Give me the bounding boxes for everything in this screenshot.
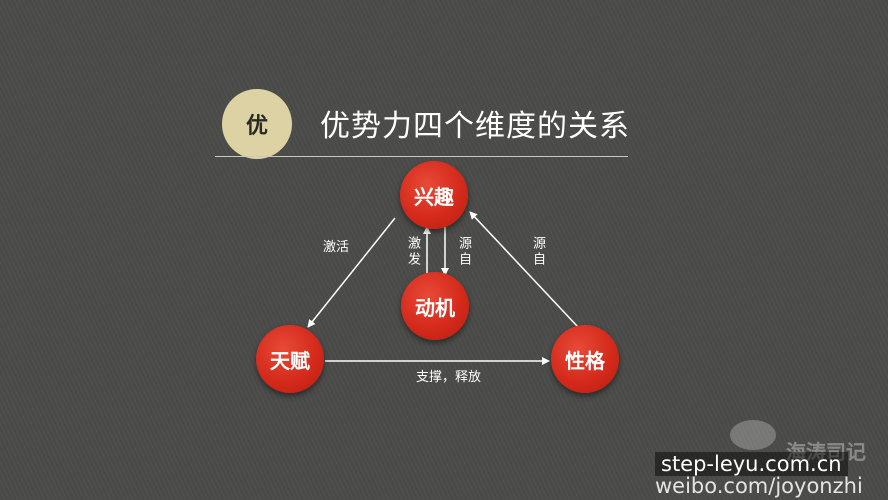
watermark-brand: 海涛司记 (786, 440, 866, 464)
section-badge: 优 (222, 89, 292, 159)
weibo-logo-icon (730, 420, 776, 450)
label-source-center: 源自 (456, 236, 471, 268)
node-personality: 性格 (551, 325, 619, 393)
arrow-interest-to-talent (307, 217, 396, 328)
node-motivation: 动机 (401, 272, 469, 340)
label-source-right: 源自 (530, 236, 545, 268)
node-interest: 兴趣 (400, 161, 468, 229)
label-support-release: 支撑，释放 (416, 370, 482, 385)
watermark-weibo: weibo.com/joyonzhi (655, 474, 863, 498)
watermark-url: step-leyu.com.cn (655, 452, 848, 476)
label-activate: 激活 (323, 240, 350, 255)
title-divider (215, 156, 628, 157)
node-talent: 天赋 (256, 325, 324, 393)
slide-title: 优势力四个维度的关系 (320, 109, 630, 144)
arrow-personality-to-interest (469, 211, 579, 328)
label-stimulate: 激发 (405, 236, 420, 268)
